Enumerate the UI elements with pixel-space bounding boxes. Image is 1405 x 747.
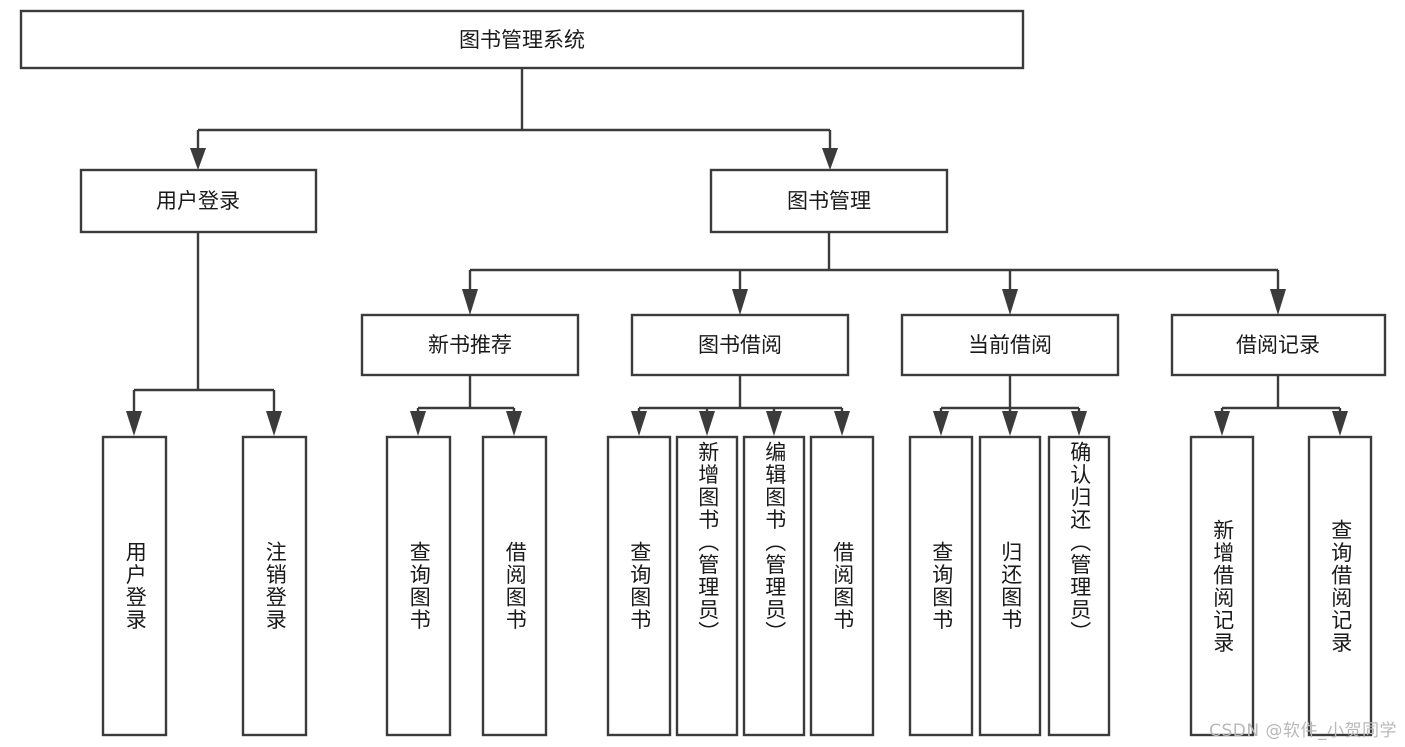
connector-user-login-to-leaves (126, 232, 282, 436)
node-root[interactable]: 图书管理系统 (19, 9, 1025, 70)
leaf-box-add-borrow-record[interactable] (1189, 435, 1255, 737)
node-current-borrow[interactable]: 当前借阅 (900, 313, 1120, 377)
node-book-borrow-label: 图书借阅 (698, 333, 782, 357)
leaf-box-confirm-return-admin[interactable] (1047, 435, 1111, 737)
node-book-borrow[interactable]: 图书借阅 (630, 313, 850, 377)
connector-borrow-record-to-leaves (1214, 375, 1348, 436)
node-user-login-label: 用户登录 (156, 189, 240, 213)
node-new-book-recommend[interactable]: 新书推荐 (360, 313, 580, 377)
node-root-label: 图书管理系统 (459, 28, 585, 52)
csdn-watermark: CSDN @软件_小贺同学 (1209, 721, 1397, 741)
leaf-box-query-book-recommend[interactable] (385, 435, 452, 737)
node-borrow-record[interactable]: 借阅记录 (1170, 313, 1387, 377)
node-book-manage[interactable]: 图书管理 (709, 168, 949, 234)
leaf-box-borrow-book-recommend[interactable] (481, 435, 548, 737)
node-current-borrow-box[interactable] (900, 313, 1120, 377)
connector-book-borrow-to-leaves (631, 375, 850, 436)
node-new-book-recommend-box[interactable] (360, 313, 580, 377)
node-current-borrow-label: 当前借阅 (968, 333, 1052, 357)
leaf-box-edit-book-admin[interactable] (742, 435, 806, 737)
arrow-head-book-manage (822, 148, 838, 170)
leaf-box-user-login[interactable] (101, 435, 168, 737)
node-borrow-record-label: 借阅记录 (1236, 333, 1320, 357)
leaf-box-query-borrow-record[interactable] (1307, 435, 1373, 737)
arrow-head-user-login (190, 148, 206, 170)
connector-root-to-level2 (190, 68, 838, 170)
leaf-box-query-book-current[interactable] (908, 435, 974, 737)
node-book-manage-label: 图书管理 (787, 189, 871, 213)
leaf-box-borrow-book[interactable] (809, 435, 875, 737)
connector-current-borrow-to-leaves (933, 375, 1087, 436)
leaf-box-logout[interactable] (241, 435, 308, 737)
node-new-book-recommend-label: 新书推荐 (428, 333, 512, 357)
leaf-box-add-book-admin[interactable] (675, 435, 739, 737)
leaf-box-query-book-borrow[interactable] (606, 435, 672, 737)
node-user-login-box[interactable] (79, 168, 318, 234)
leaf-box-return-book[interactable] (978, 435, 1042, 737)
node-user-login[interactable]: 用户登录 (79, 168, 318, 234)
connector-book-manage-to-level3 (462, 232, 1286, 315)
connector-new-book-recommend-to-leaves (410, 375, 522, 436)
node-root-box[interactable] (19, 9, 1025, 70)
